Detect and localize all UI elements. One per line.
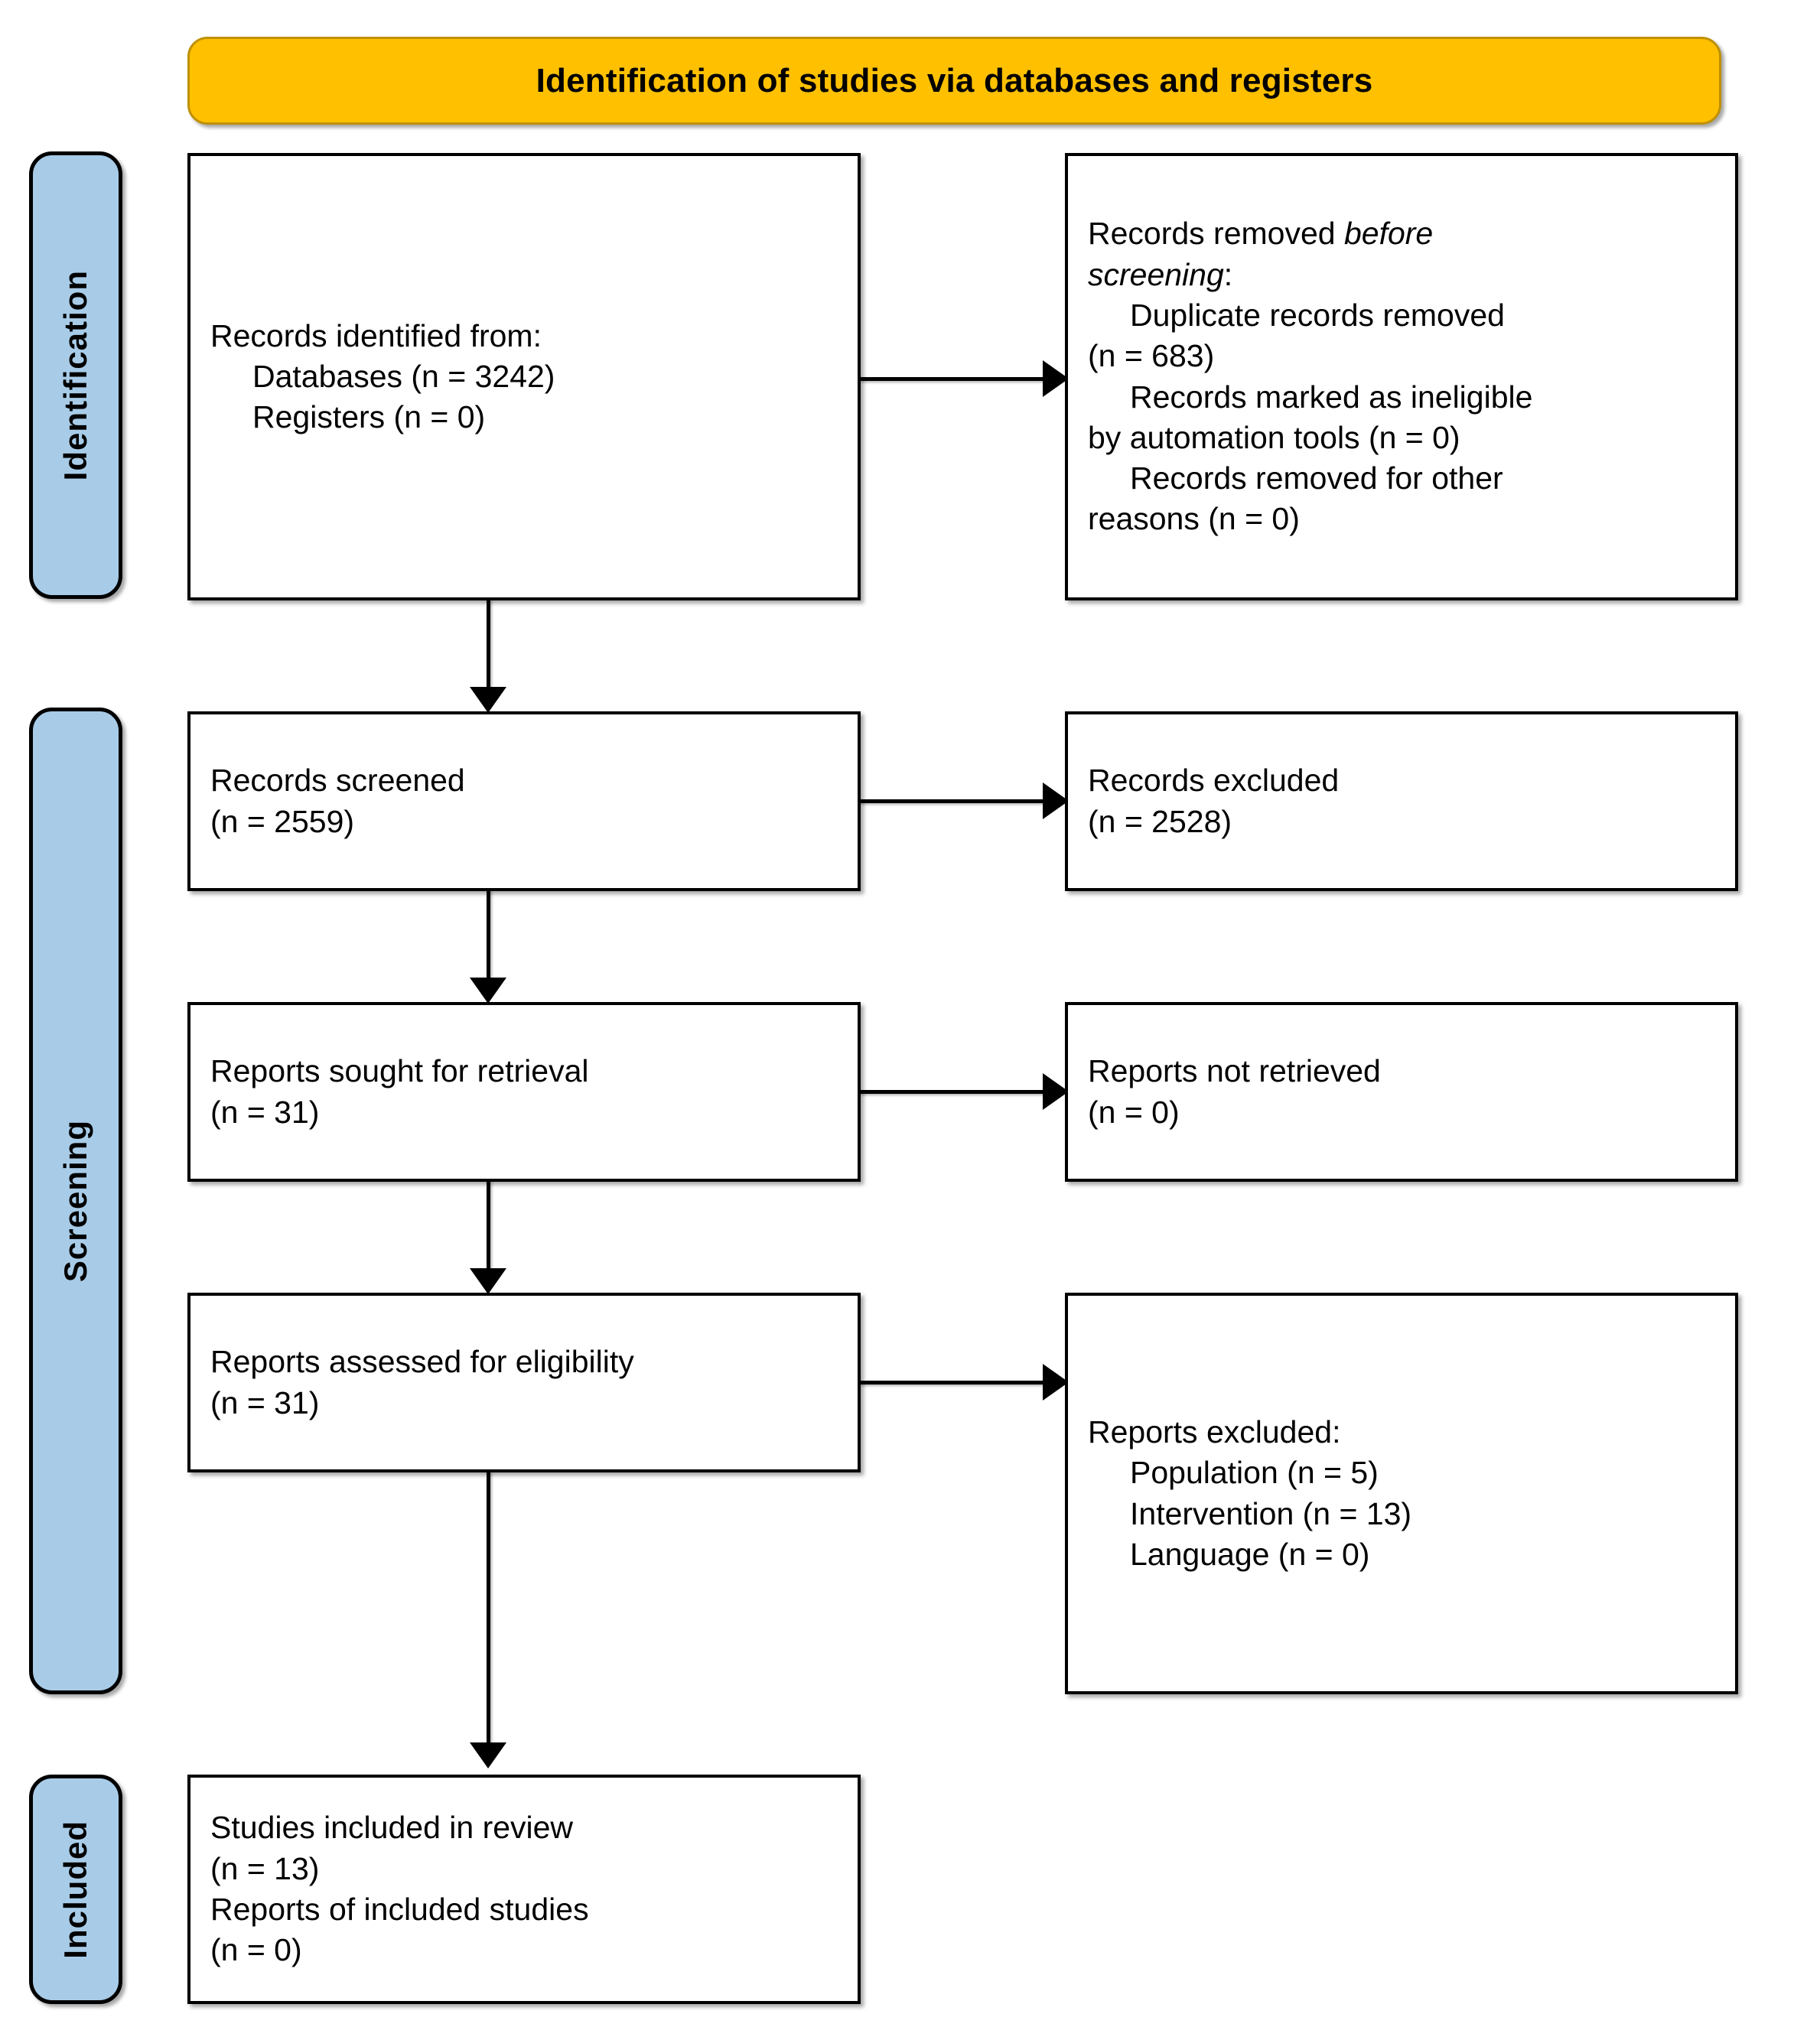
records-removed-other-line-2: reasons (n = 0)	[1088, 501, 1300, 537]
records-removed-heading-plain: Records removed	[1088, 216, 1344, 252]
diagram-title: Identification of studies via databases …	[536, 61, 1373, 99]
reports-of-included-studies-label: Reports of included studies	[210, 1892, 589, 1927]
arrow-screened-to-excluded	[1043, 782, 1069, 819]
box-reports-not-retrieved: Reports not retrieved (n = 0)	[1065, 1002, 1738, 1182]
records-removed-heading-italic-before: before	[1343, 216, 1434, 252]
arrow-sought-to-not-retrieved	[1043, 1073, 1069, 1110]
connector-identified-to-screened	[487, 600, 490, 696]
records-removed-heading-line-1: Records removed before	[1088, 213, 1715, 254]
diagram-header-banner: Identification of studies via databases …	[187, 37, 1721, 125]
connector-identified-to-removed	[861, 377, 1052, 381]
records-removed-heading-colon: :	[1223, 256, 1233, 292]
arrow-identified-to-screened	[470, 687, 506, 713]
connector-sought-to-assessed	[487, 1182, 490, 1277]
reports-not-retrieved-count: (n = 0)	[1088, 1094, 1180, 1130]
connector-screened-to-excluded	[861, 799, 1052, 803]
reports-not-retrieved-label: Reports not retrieved	[1088, 1053, 1381, 1089]
stage-label-included-text: Included	[57, 1820, 93, 1959]
connector-screened-to-sought	[487, 891, 490, 987]
reports-excluded-heading: Reports excluded:	[1088, 1414, 1341, 1449]
stage-label-screening-text: Screening	[57, 1119, 93, 1283]
records-removed-ineligible-line-1: Records marked as ineligible	[1130, 379, 1533, 415]
records-excluded-count: (n = 2528)	[1088, 803, 1232, 839]
box-studies-included: Studies included in review (n = 13) Repo…	[187, 1775, 861, 2004]
stage-label-screening: Screening	[29, 708, 122, 1694]
records-removed-ineligible-line-2: by automation tools (n = 0)	[1088, 419, 1460, 455]
records-screened-label: Records screened	[210, 763, 465, 799]
reports-excluded-population: Population (n = 5)	[1130, 1455, 1379, 1491]
stage-label-identification: Identification	[29, 151, 122, 599]
box-records-identified: Records identified from: Databases (n = …	[187, 153, 861, 600]
stage-label-included: Included	[29, 1775, 122, 2004]
studies-included-label: Studies included in review	[210, 1810, 574, 1846]
box-reports-sought: Reports sought for retrieval (n = 31)	[187, 1002, 861, 1182]
connector-assessed-to-included	[487, 1472, 490, 1752]
records-identified-line-1: Records identified from:	[210, 317, 542, 353]
records-screened-count: (n = 2559)	[210, 803, 355, 839]
connector-assessed-to-excluded	[861, 1381, 1052, 1384]
arrow-assessed-to-included	[470, 1742, 506, 1768]
arrow-sought-to-assessed	[470, 1268, 506, 1294]
box-records-screened: Records screened (n = 2559)	[187, 711, 861, 891]
reports-excluded-intervention: Intervention (n = 13)	[1130, 1495, 1412, 1531]
reports-assessed-label: Reports assessed for eligibility	[210, 1344, 634, 1380]
arrow-identified-to-removed	[1043, 360, 1069, 397]
box-reports-assessed: Reports assessed for eligibility (n = 31…	[187, 1293, 861, 1472]
studies-included-count: (n = 13)	[210, 1850, 320, 1886]
box-reports-excluded: Reports excluded: Population (n = 5) Int…	[1065, 1293, 1738, 1694]
reports-excluded-language: Language (n = 0)	[1130, 1536, 1370, 1572]
box-records-excluded: Records excluded (n = 2528)	[1065, 711, 1738, 891]
box-records-removed-before-screening: Records removed before screening: Duplic…	[1065, 153, 1738, 600]
records-removed-duplicates: Duplicate records removed	[1130, 297, 1505, 333]
records-removed-heading-line-2: screening:	[1088, 255, 1715, 295]
records-removed-other-line-1: Records removed for other	[1130, 460, 1503, 496]
stage-label-identification-text: Identification	[57, 269, 93, 481]
reports-of-included-studies-count: (n = 0)	[210, 1932, 302, 1968]
records-excluded-label: Records excluded	[1088, 763, 1340, 799]
reports-sought-count: (n = 31)	[210, 1094, 320, 1130]
reports-sought-label: Reports sought for retrieval	[210, 1053, 589, 1089]
records-removed-duplicates-count: (n = 683)	[1088, 338, 1215, 374]
reports-assessed-count: (n = 31)	[210, 1384, 320, 1420]
arrow-screened-to-sought	[470, 978, 506, 1004]
records-identified-databases: Databases (n = 3242)	[252, 358, 555, 394]
records-removed-heading-italic-screening: screening	[1088, 256, 1224, 292]
arrow-assessed-to-excluded	[1043, 1364, 1069, 1401]
records-identified-registers: Registers (n = 0)	[252, 399, 486, 435]
connector-sought-to-not-retrieved	[861, 1090, 1052, 1094]
